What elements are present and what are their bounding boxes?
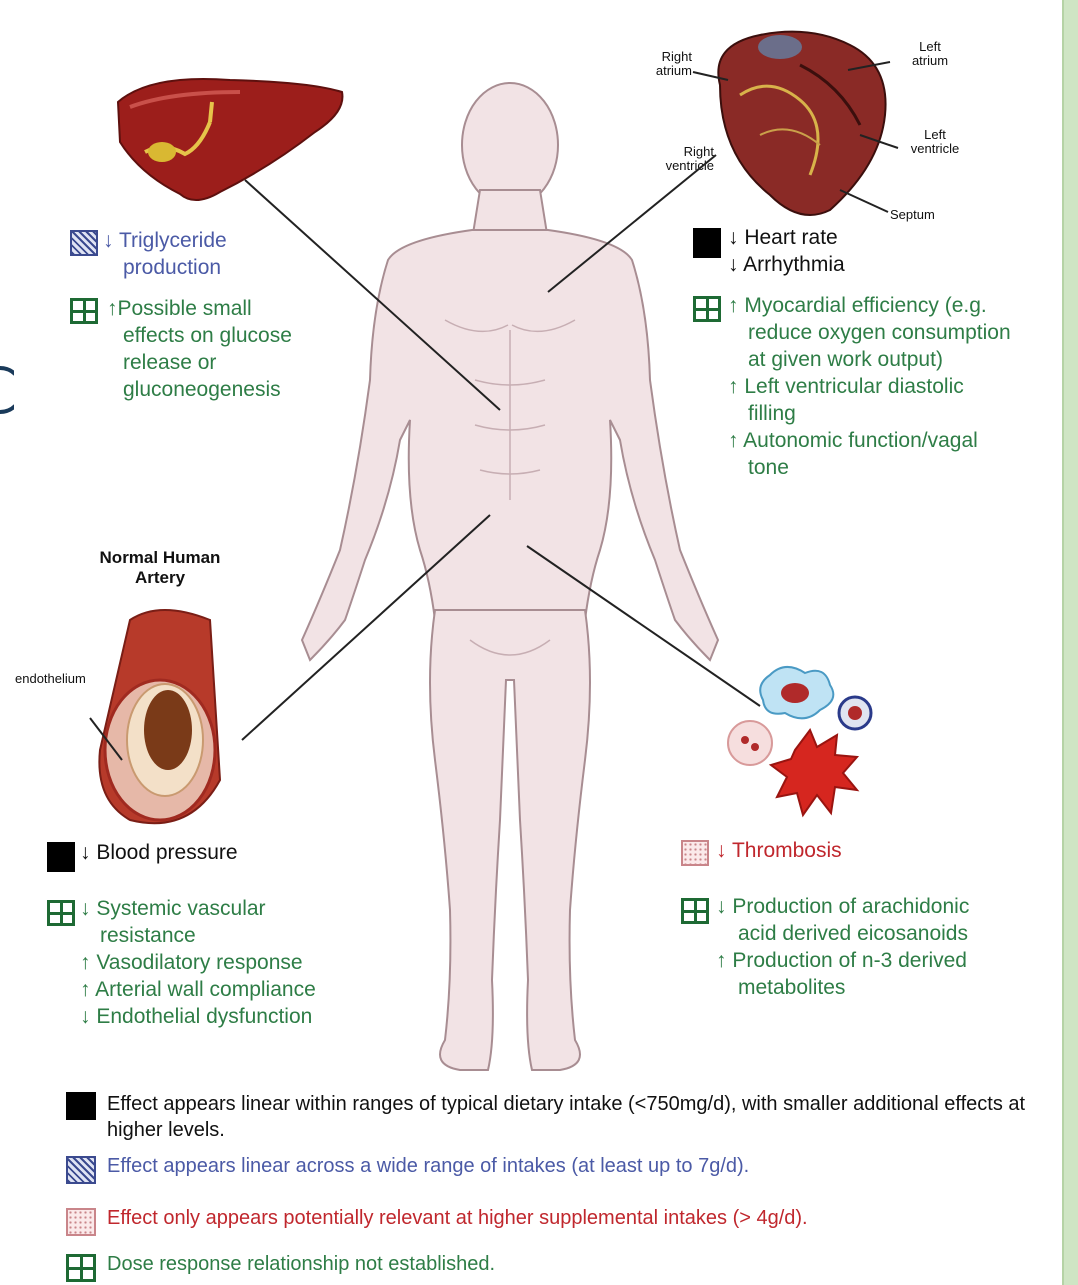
- heart-green-effect-3: at given work output): [748, 346, 943, 373]
- legend-black-text: Effect appears linear within ranges of t…: [107, 1091, 1037, 1143]
- green-grid-icon: [70, 298, 98, 324]
- legend-red-text: Effect only appears potentially relevant…: [107, 1205, 808, 1231]
- artery-green-effect-4: ↑ Arterial wall compliance: [80, 976, 316, 1003]
- thrombosis-green-effect-1: ↓ Production of arachidonic: [716, 893, 969, 920]
- liver-green-effect-2: effects on glucose: [123, 322, 292, 349]
- thrombosis-green-effect-4: metabolites: [738, 974, 845, 1001]
- blue-hatched-icon: [70, 230, 98, 256]
- heart-green-effect-1: ↑ Myocardial efficiency (e.g.: [728, 292, 987, 319]
- liver-blue-effect-1: ↓ Triglyceride: [103, 227, 227, 254]
- black-square-icon: [693, 228, 721, 258]
- blue-hatched-icon: [66, 1156, 96, 1184]
- thrombosis-green-effect-3: ↑ Production of n-3 derived: [716, 947, 967, 974]
- artery-green-effect-5: ↓ Endothelial dysfunction: [80, 1003, 312, 1030]
- heart-black-effect-2: ↓ Arrhythmia: [728, 251, 845, 278]
- liver-green-effect-4: gluconeogenesis: [123, 376, 281, 403]
- black-square-icon: [47, 842, 75, 872]
- liver-blue-effect-2: production: [123, 254, 221, 281]
- black-square-icon: [66, 1092, 96, 1120]
- liver-green-effect-1: ↑Possible small: [107, 295, 252, 322]
- heart-green-effect-5: filling: [748, 400, 796, 427]
- green-grid-icon: [681, 898, 709, 924]
- artery-green-effect-2: resistance: [100, 922, 196, 949]
- green-grid-icon: [66, 1254, 96, 1282]
- legend-blue-text: Effect appears linear across a wide rang…: [107, 1153, 749, 1179]
- red-dotted-icon: [681, 840, 709, 866]
- green-grid-icon: [693, 296, 721, 322]
- liver-green-effect-3: release or: [123, 349, 216, 376]
- artery-green-effect-1: ↓ Systemic vascular: [80, 895, 266, 922]
- thrombosis-red-effect: ↓ Thrombosis: [716, 837, 842, 864]
- heart-green-effect-7: tone: [748, 454, 789, 481]
- artery-black-effect: ↓ Blood pressure: [80, 839, 238, 866]
- thrombosis-green-effect-2: acid derived eicosanoids: [738, 920, 968, 947]
- red-dotted-icon: [66, 1208, 96, 1236]
- green-grid-icon: [47, 900, 75, 926]
- heart-green-effect-2: reduce oxygen consumption: [748, 319, 1011, 346]
- legend-green-text: Dose response relationship not establish…: [107, 1251, 495, 1277]
- heart-green-effect-4: ↑ Left ventricular diastolic: [728, 373, 964, 400]
- artery-green-effect-3: ↑ Vasodilatory response: [80, 949, 303, 976]
- heart-green-effect-6: ↑ Autonomic function/vagal: [728, 427, 978, 454]
- heart-black-effect-1: ↓ Heart rate: [728, 224, 838, 251]
